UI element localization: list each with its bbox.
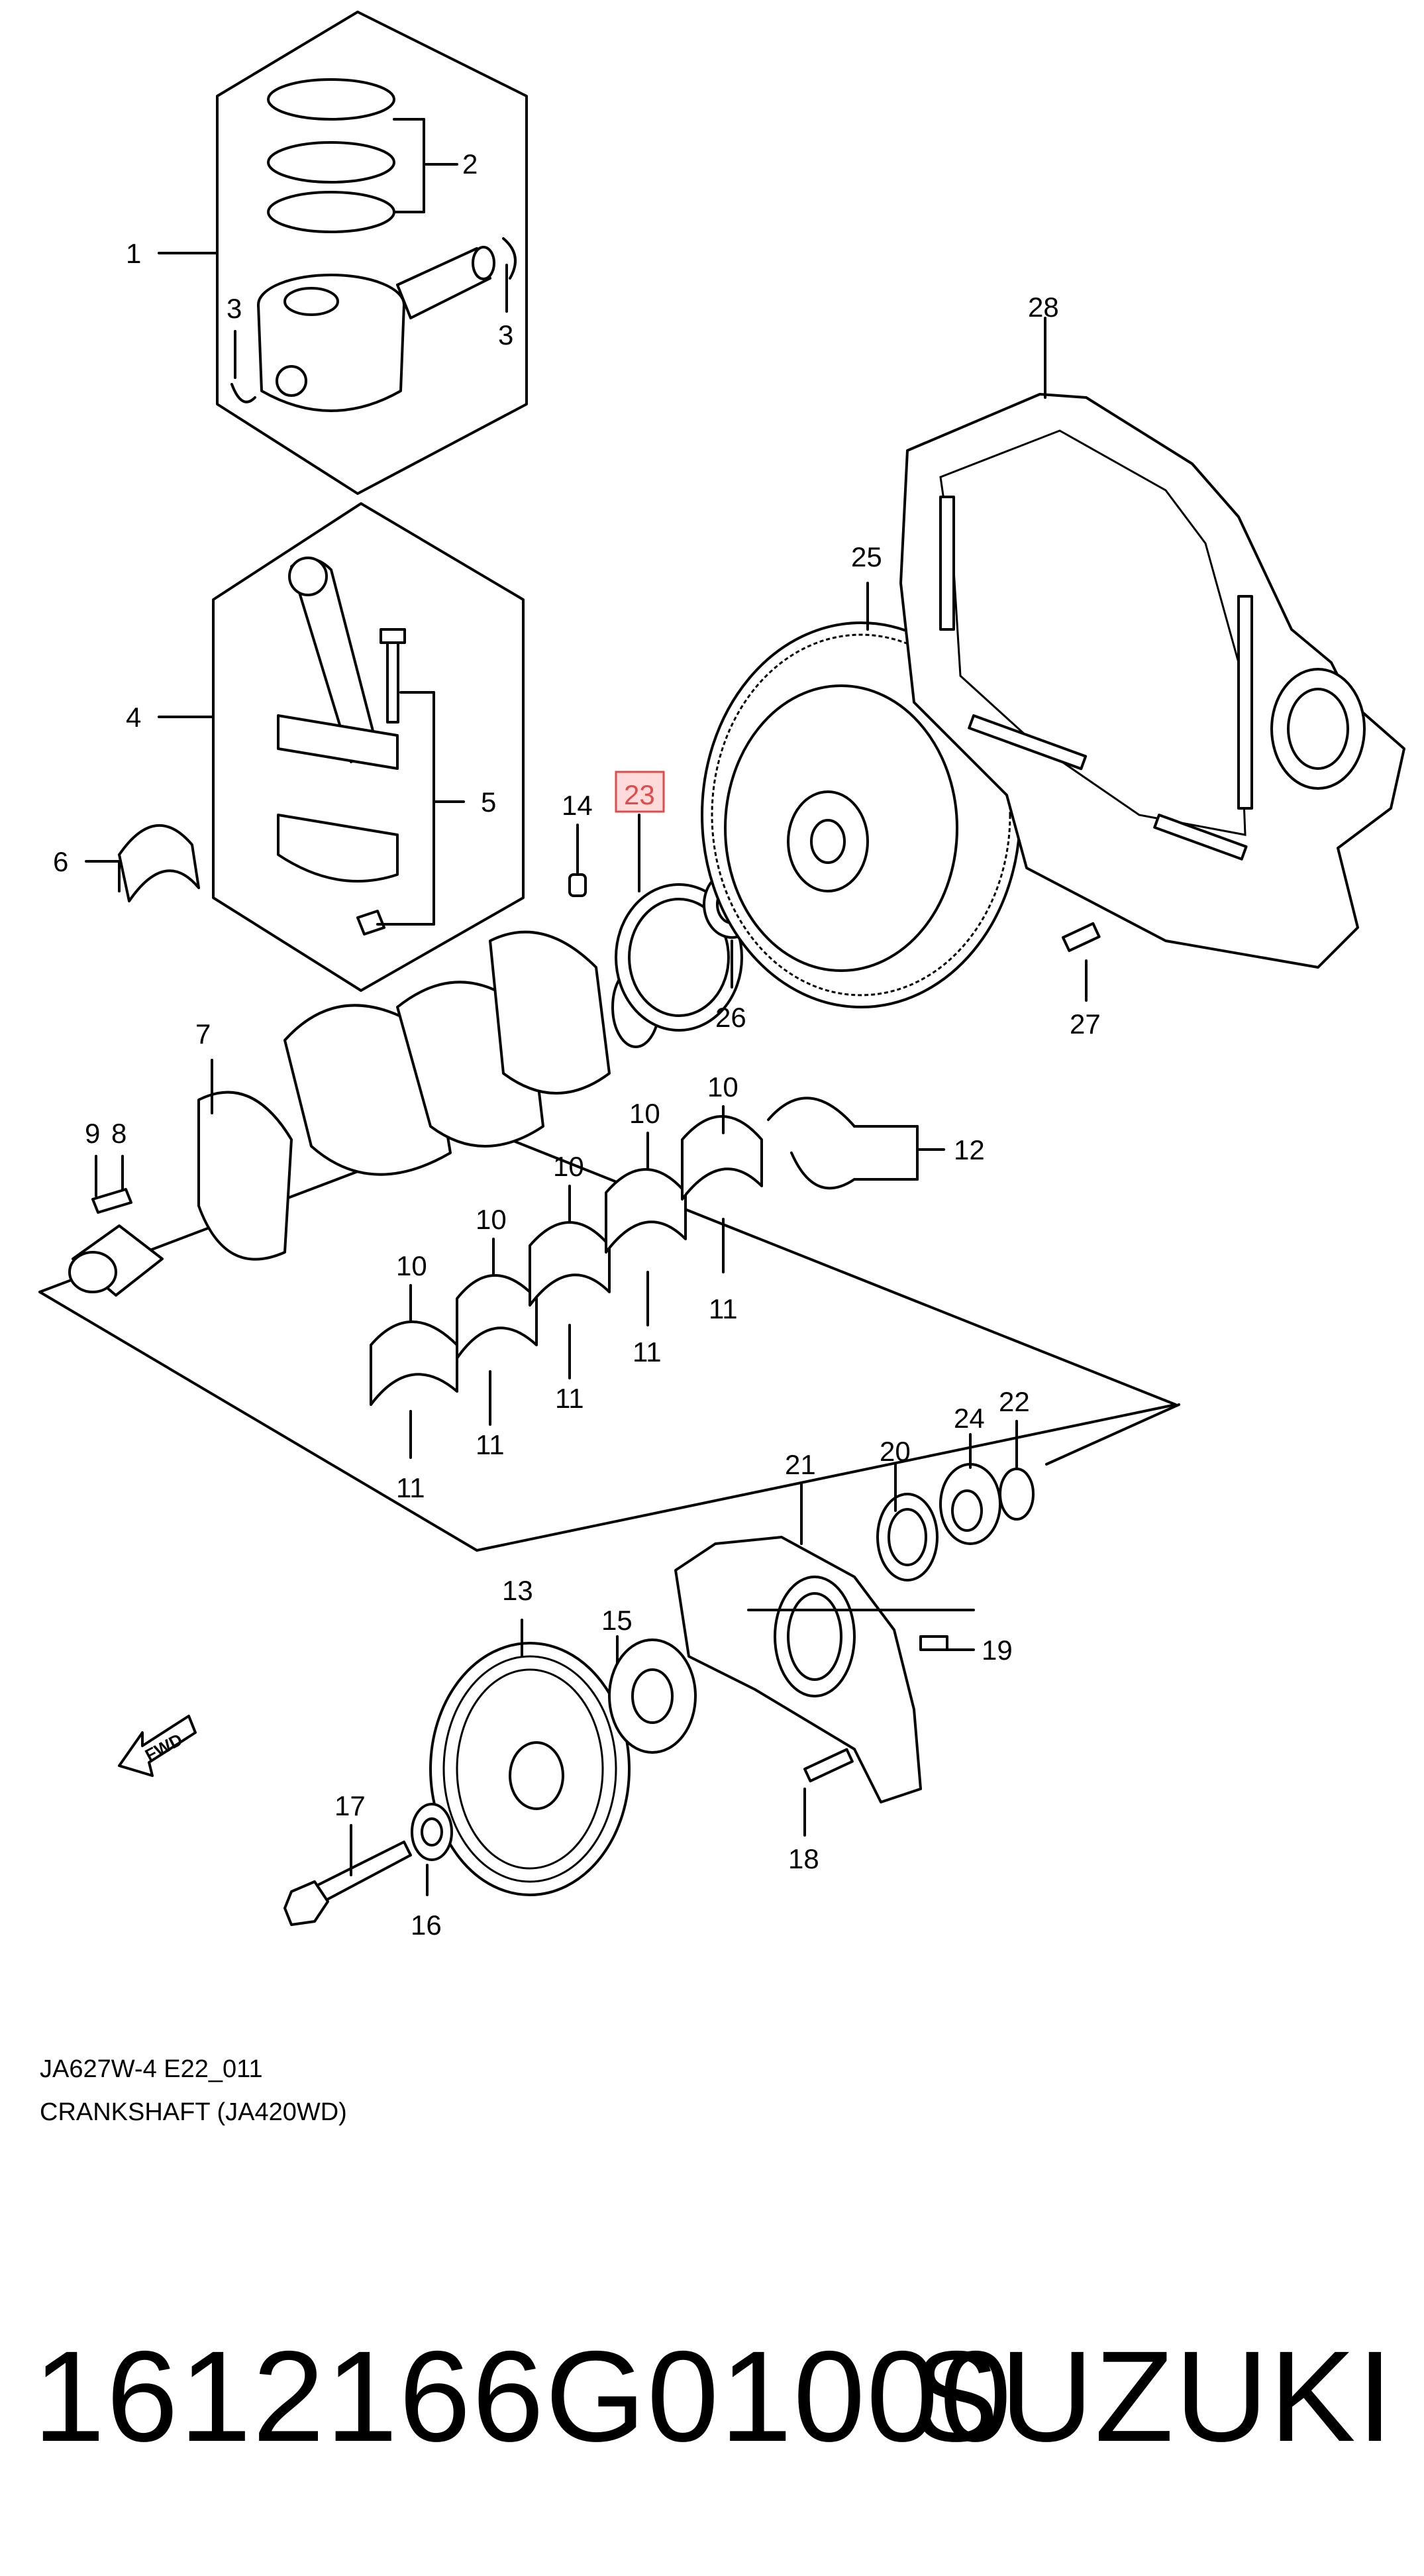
callout-11d: 11 [633,1336,662,1368]
highlight-box [615,771,665,813]
callout-21: 21 [785,1449,816,1480]
callout-10c: 10 [553,1151,584,1182]
callout-24: 24 [954,1403,985,1434]
bearing-6 [85,824,200,902]
callout-11b: 11 [476,1429,505,1460]
callout-10a: 10 [396,1250,427,1281]
callout-3b: 3 [498,319,513,350]
bolt-19 [919,1635,975,1651]
bolt-27 [1062,922,1101,1002]
pulley-13 [429,1619,631,1896]
callout-9: 9 [85,1118,100,1149]
callout-5: 5 [481,786,496,818]
piston-group [158,11,528,495]
callout-25: 25 [851,541,882,572]
callout-1: 1 [126,238,141,269]
callout-22: 22 [999,1386,1030,1417]
callout-15: 15 [601,1605,633,1636]
callout-28: 28 [1028,292,1059,323]
pin-14 [568,824,587,897]
gear-15 [608,1635,697,1754]
callout-12: 12 [954,1134,985,1165]
callout-23: 23 [624,779,655,810]
bolt-17 [283,1824,412,1926]
callout-26: 26 [715,1002,746,1033]
parts-diagram: 1 2 3 3 4 5 6 7 [38,11,1405,2126]
crankshaft [38,930,1177,1552]
part-number: 1612166G01000 [33,2324,1013,2469]
callout-2: 2 [462,148,478,180]
callout-11e: 11 [709,1293,738,1324]
oil-seal-23 [615,771,743,1032]
seal-20 [876,1463,939,1582]
callout-27: 27 [1070,1008,1101,1040]
caption-code: JA627W-4 E22_011 [40,2055,263,2083]
callout-6: 6 [53,846,68,877]
keys-8-9 [91,1155,132,1214]
callout-10e: 10 [707,1071,738,1102]
callout-10b: 10 [476,1204,507,1235]
caption-title: CRANKSHAFT (JA420WD) [40,2098,347,2126]
callout-8: 8 [111,1118,127,1149]
thrust-washers [767,1097,945,1190]
callout-16: 16 [411,1909,442,1941]
brand-name: SUZUKI [912,2324,1394,2469]
bolt-18 [803,1748,854,1837]
callout-18: 18 [788,1843,819,1874]
footer [0,2143,1424,2576]
callout-7: 7 [195,1018,211,1049]
callout-20: 20 [880,1436,911,1467]
callout-11c: 11 [555,1383,584,1414]
main-bearings [370,1105,763,1459]
callout-11a: 11 [396,1472,425,1503]
callout-13: 13 [502,1575,533,1606]
callout-19: 19 [982,1635,1013,1666]
callout-4: 4 [126,702,141,733]
callout-14: 14 [562,790,593,821]
plate-28 [899,317,1405,969]
callout-10d: 10 [629,1098,660,1129]
callout-3a: 3 [227,293,242,324]
fwd-arrow-icon: FWD [118,1715,197,1777]
washer-16 [411,1803,453,1896]
connecting-rod-group [158,502,525,992]
oil-pump-case [674,1403,1180,1803]
callout-17: 17 [334,1790,366,1821]
ring-22 [999,1420,1035,1521]
